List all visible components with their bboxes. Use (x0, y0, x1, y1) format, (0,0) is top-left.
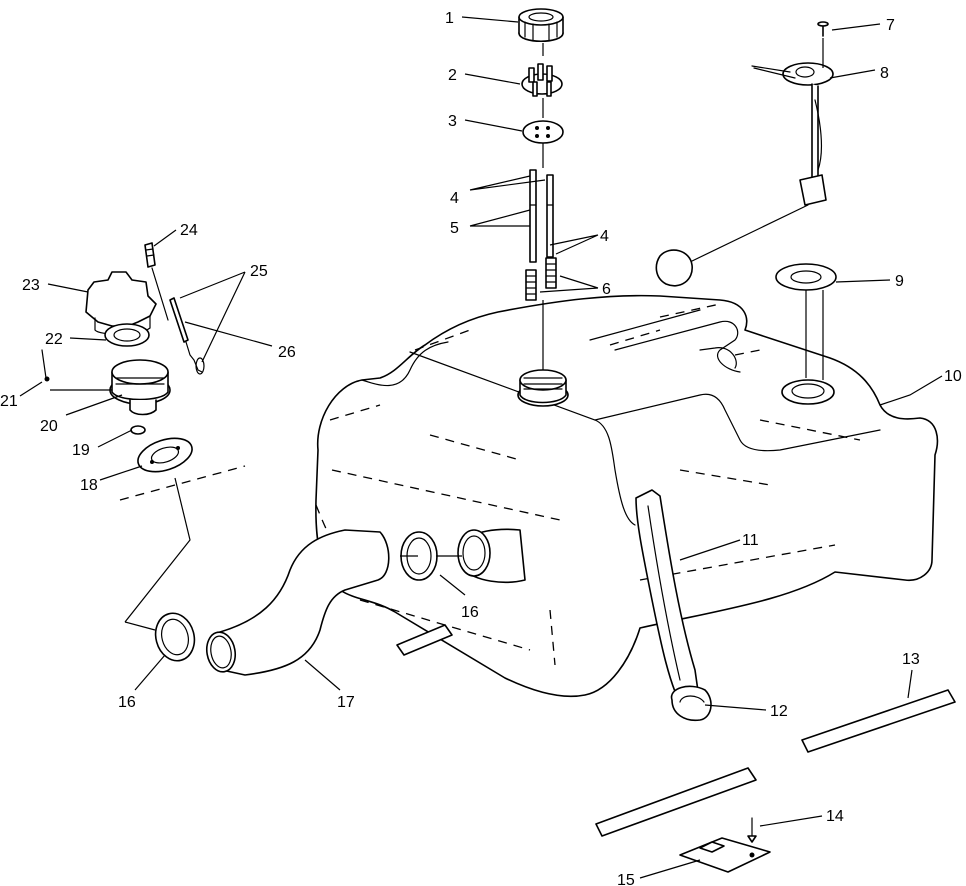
callout-16b: 16 (118, 694, 136, 711)
callout-16a: 16 (461, 604, 479, 621)
filler-neck (109, 359, 171, 416)
callout-24: 24 (180, 222, 198, 239)
mounting-bracket (679, 837, 771, 873)
callout-1: 1 (445, 10, 454, 27)
callout-4a: 4 (450, 190, 459, 207)
callout-17: 17 (337, 694, 355, 711)
tank-outlet-neck (457, 529, 491, 577)
sender-screw (817, 21, 829, 37)
sender-gasket (775, 263, 837, 291)
fuel-filters (525, 257, 557, 301)
flange-gasket (522, 120, 564, 144)
callout-20: 20 (40, 418, 58, 435)
callout-12: 12 (770, 703, 788, 720)
leader-lines (19, 16, 943, 879)
callout-3: 3 (448, 113, 457, 130)
vent-fitting (144, 242, 169, 321)
neck-grommet (130, 425, 146, 435)
callout-9: 9 (895, 273, 904, 290)
callout-11: 11 (742, 532, 759, 549)
strap-hook (670, 685, 712, 722)
mount-screw (747, 817, 757, 843)
callout-25: 25 (250, 263, 268, 280)
fuel-pickup-flange (521, 63, 563, 97)
hose-axis-left (124, 477, 191, 631)
cap-seal-ring (104, 323, 150, 347)
callout-18: 18 (80, 477, 98, 494)
filler-hose (205, 529, 390, 676)
hose-clamp-left (154, 612, 196, 662)
callout-19: 19 (72, 442, 90, 459)
neck-screw (41, 349, 50, 382)
callout-10: 10 (944, 368, 962, 385)
neck-gasket (137, 437, 193, 473)
callout-2: 2 (448, 67, 457, 84)
fuel-level-sender (655, 62, 834, 287)
callout-22: 22 (45, 331, 63, 348)
callout-23: 23 (22, 277, 40, 294)
callout-21: 21 (0, 393, 18, 410)
callout-labels: 1 2 3 4 4 5 6 7 8 9 10 11 12 13 14 15 16… (0, 10, 962, 886)
callout-14: 14 (826, 808, 844, 825)
callout-13: 13 (902, 651, 920, 668)
tank-pad-right (801, 689, 956, 753)
sender-axis-line (805, 38, 824, 380)
filler-cap (518, 8, 564, 42)
callout-15: 15 (617, 872, 635, 886)
fuel-tank (315, 294, 939, 698)
callout-5: 5 (450, 220, 459, 237)
callout-6: 6 (602, 281, 611, 298)
tank-pad-center (595, 767, 757, 837)
tank-pad-rear (396, 624, 453, 656)
callout-7: 7 (886, 17, 895, 34)
pickup-tubes (529, 169, 554, 263)
callout-4b: 4 (600, 228, 609, 245)
callout-8: 8 (880, 65, 889, 82)
hose-guide-dash (119, 465, 246, 501)
tether-chain (169, 297, 205, 375)
callout-26: 26 (278, 344, 296, 361)
